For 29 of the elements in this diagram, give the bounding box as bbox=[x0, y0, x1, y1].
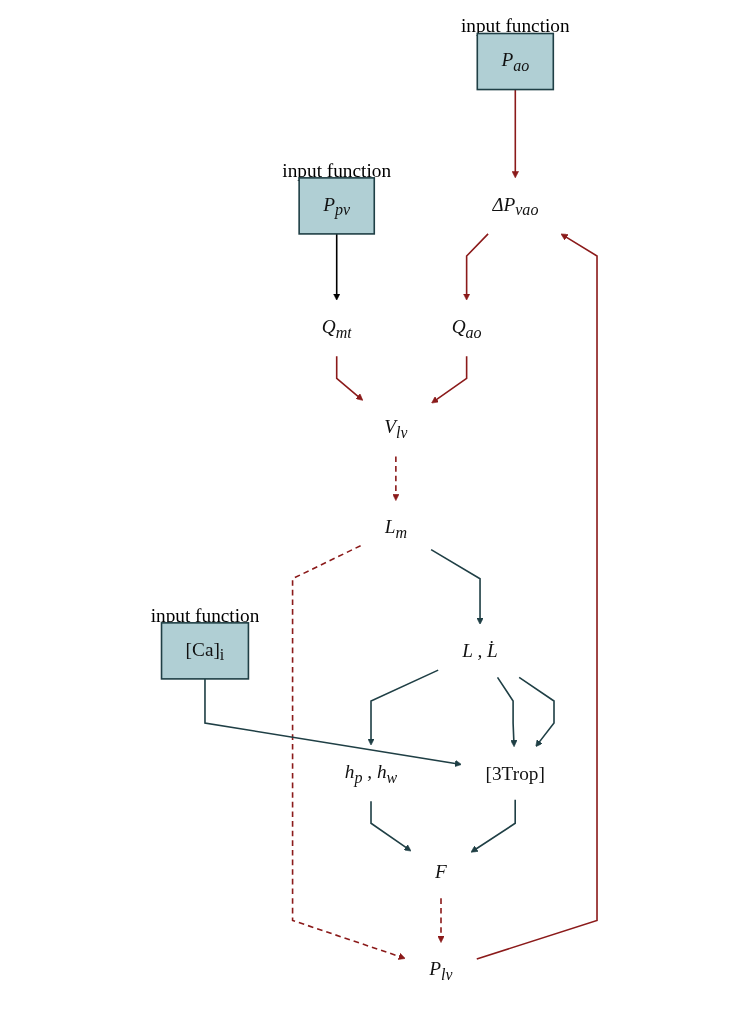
node-box: P$_{pv}$ bbox=[298, 177, 376, 235]
node-text: V$_{lv}$ bbox=[384, 416, 408, 442]
node-text: F bbox=[435, 861, 448, 883]
node-text: P$_{lv}$ bbox=[429, 958, 453, 984]
node-text: Q$_{mt}$ bbox=[321, 316, 352, 341]
node-text: L$_{m}$ bbox=[384, 516, 408, 542]
arrow bbox=[392, 455, 400, 501]
node-box: [Ca]$_{i}$ bbox=[161, 622, 250, 680]
node-text: L , L̇ bbox=[462, 640, 499, 662]
node-text: h$_{p}$ , h$_{w}$ bbox=[345, 761, 398, 786]
node-text: [3Trop] bbox=[485, 762, 546, 784]
arrow bbox=[512, 88, 520, 179]
arrow bbox=[336, 355, 364, 401]
arrow bbox=[437, 897, 445, 943]
arrow bbox=[370, 800, 412, 852]
arrow bbox=[292, 544, 406, 960]
arrow bbox=[463, 233, 490, 301]
arrow bbox=[497, 676, 518, 747]
arrow bbox=[518, 676, 556, 747]
node-text: ΔP$_{vao}$ bbox=[492, 193, 539, 219]
arrow bbox=[367, 669, 440, 746]
arrow bbox=[430, 548, 484, 625]
arrow bbox=[333, 233, 341, 301]
node-text: Q$_{ao}$ bbox=[451, 316, 482, 341]
arrow bbox=[476, 233, 599, 960]
node-box: P$_{ao}$ bbox=[476, 32, 555, 91]
arrow bbox=[204, 678, 463, 767]
arrow bbox=[431, 355, 468, 404]
arrow bbox=[470, 798, 517, 853]
